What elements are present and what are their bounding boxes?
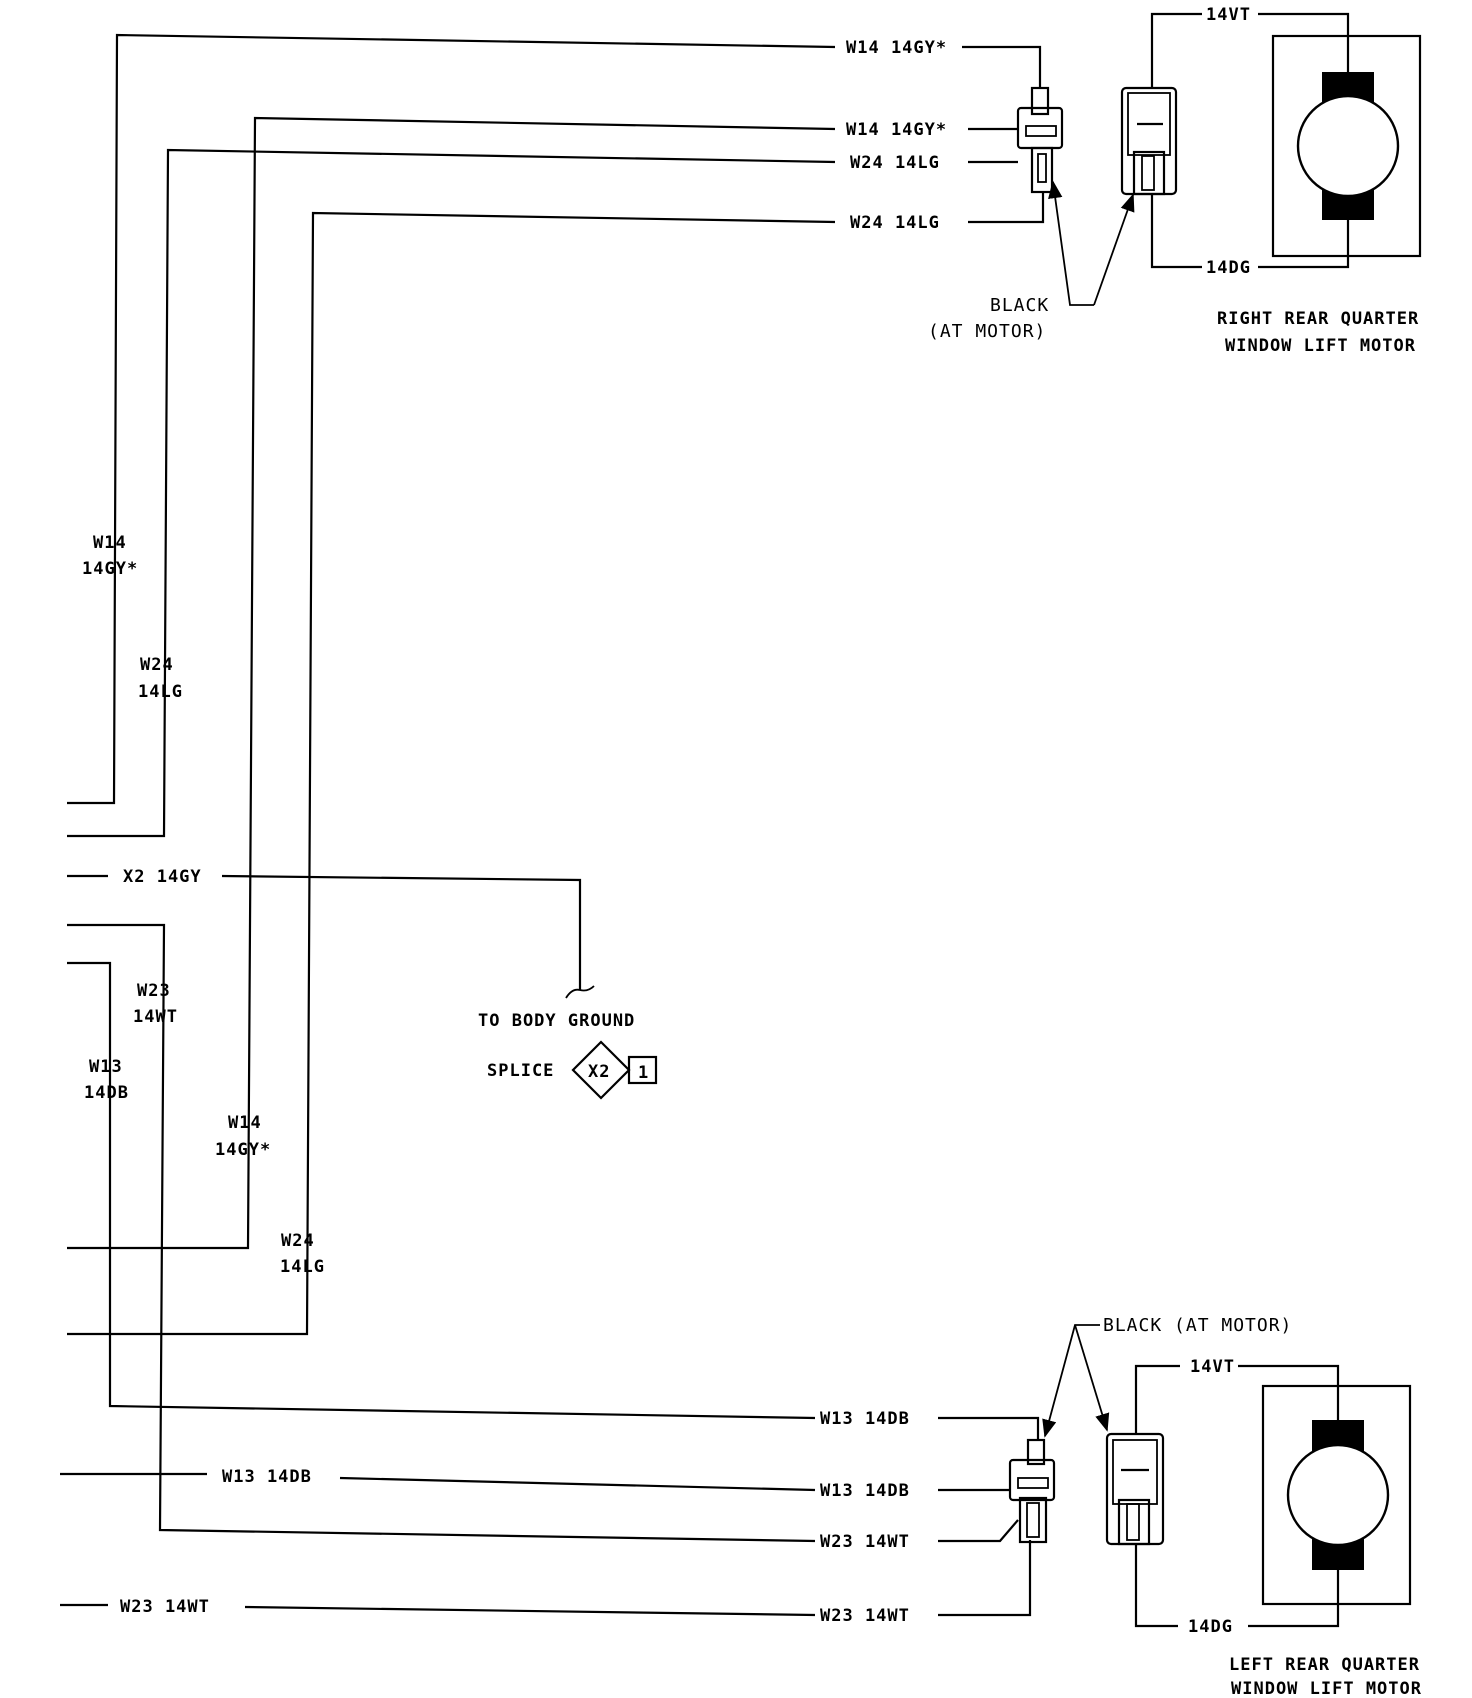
label-l-w13-a: W13 14DB: [820, 1409, 910, 1429]
label-r-w24-a: W24 14LG: [850, 153, 940, 173]
label-right-dg: 14DG: [1206, 258, 1251, 278]
wire-w13-b: [60, 1472, 1010, 1492]
right-dg-wire: [1150, 194, 1350, 269]
label-r-w24-b: W24 14LG: [850, 213, 940, 233]
wire-w14-b: [67, 116, 1018, 1250]
left-motor-connector: [1105, 1432, 1165, 1546]
label-v-w14-a-2: 14GY*: [82, 559, 138, 579]
label-splice: SPLICE: [487, 1061, 554, 1081]
left-black-arrows: [1042, 1324, 1110, 1438]
label-splice-id: X2: [588, 1062, 610, 1082]
label-l-w13-b: W13 14DB: [222, 1467, 312, 1487]
label-v-w23-1: W23: [137, 981, 171, 1001]
label-left-title-1: LEFT REAR QUARTER: [1229, 1655, 1420, 1675]
label-right-title-2: WINDOW LIFT MOTOR: [1225, 336, 1416, 356]
label-left-dg: 14DG: [1188, 1617, 1233, 1637]
label-right-title-1: RIGHT REAR QUARTER: [1217, 309, 1419, 329]
label-right-vt: 14VT: [1206, 5, 1251, 25]
label-l-w23-a: W23 14WT: [820, 1532, 910, 1552]
label-right-at-motor: (AT MOTOR): [928, 321, 1046, 342]
label-r-w14-a: W14 14GY*: [846, 38, 947, 58]
label-splice-num: 1: [638, 1063, 649, 1083]
label-left-black: BLACK (AT MOTOR): [1103, 1315, 1292, 1336]
label-x2: X2 14GY: [123, 867, 202, 887]
label-v-w24-a-2: 14LG: [138, 682, 183, 702]
label-v-w14-b-1: W14: [228, 1113, 262, 1133]
wire-w24-a: [67, 148, 1018, 838]
right-harness-connector: [1016, 86, 1064, 194]
left-dg-wire: [1134, 1544, 1340, 1628]
label-right-black: BLACK: [990, 295, 1049, 316]
label-left-vt: 14VT: [1190, 1357, 1235, 1377]
label-v-w14-a-1: W14: [93, 533, 127, 553]
ground-symbol: [565, 985, 595, 999]
wire-w14-a: [67, 33, 1042, 805]
label-v-w24-b-1: W24: [281, 1231, 315, 1251]
wire-w23-a: [67, 923, 1019, 1543]
wire-w23-b: [60, 1540, 1032, 1617]
motor-symbol-left: [1261, 1384, 1412, 1606]
left-harness-connector: [1008, 1438, 1056, 1544]
label-l-w23-c: W23 14WT: [820, 1606, 910, 1626]
right-vt-wire: [1150, 12, 1350, 88]
label-l-w13-c: W13 14DB: [820, 1481, 910, 1501]
label-r-w14-b: W14 14GY*: [846, 120, 947, 140]
label-v-w23-2: 14WT: [133, 1007, 178, 1027]
motor-symbol-right: [1271, 34, 1422, 258]
label-v-w24-b-2: 14LG: [280, 1257, 325, 1277]
left-vt-wire: [1134, 1364, 1340, 1434]
label-left-title-2: WINDOW LIFT MOTOR: [1231, 1679, 1422, 1698]
wire-w13-a: [67, 961, 1040, 1440]
label-l-w23-b: W23 14WT: [120, 1597, 210, 1617]
wire-w24-b: [67, 192, 1045, 1336]
right-motor-connector: [1120, 86, 1178, 196]
label-v-w13-1: W13: [89, 1057, 123, 1077]
label-v-w14-b-2: 14GY*: [215, 1140, 271, 1160]
wire-x2: [67, 874, 595, 999]
label-ground: TO BODY GROUND: [478, 1011, 635, 1031]
label-v-w24-a-1: W24: [140, 655, 174, 675]
label-v-w13-2: 14DB: [84, 1083, 129, 1103]
splice-diamond: [571, 1040, 658, 1100]
right-black-arrows: [1048, 180, 1135, 306]
